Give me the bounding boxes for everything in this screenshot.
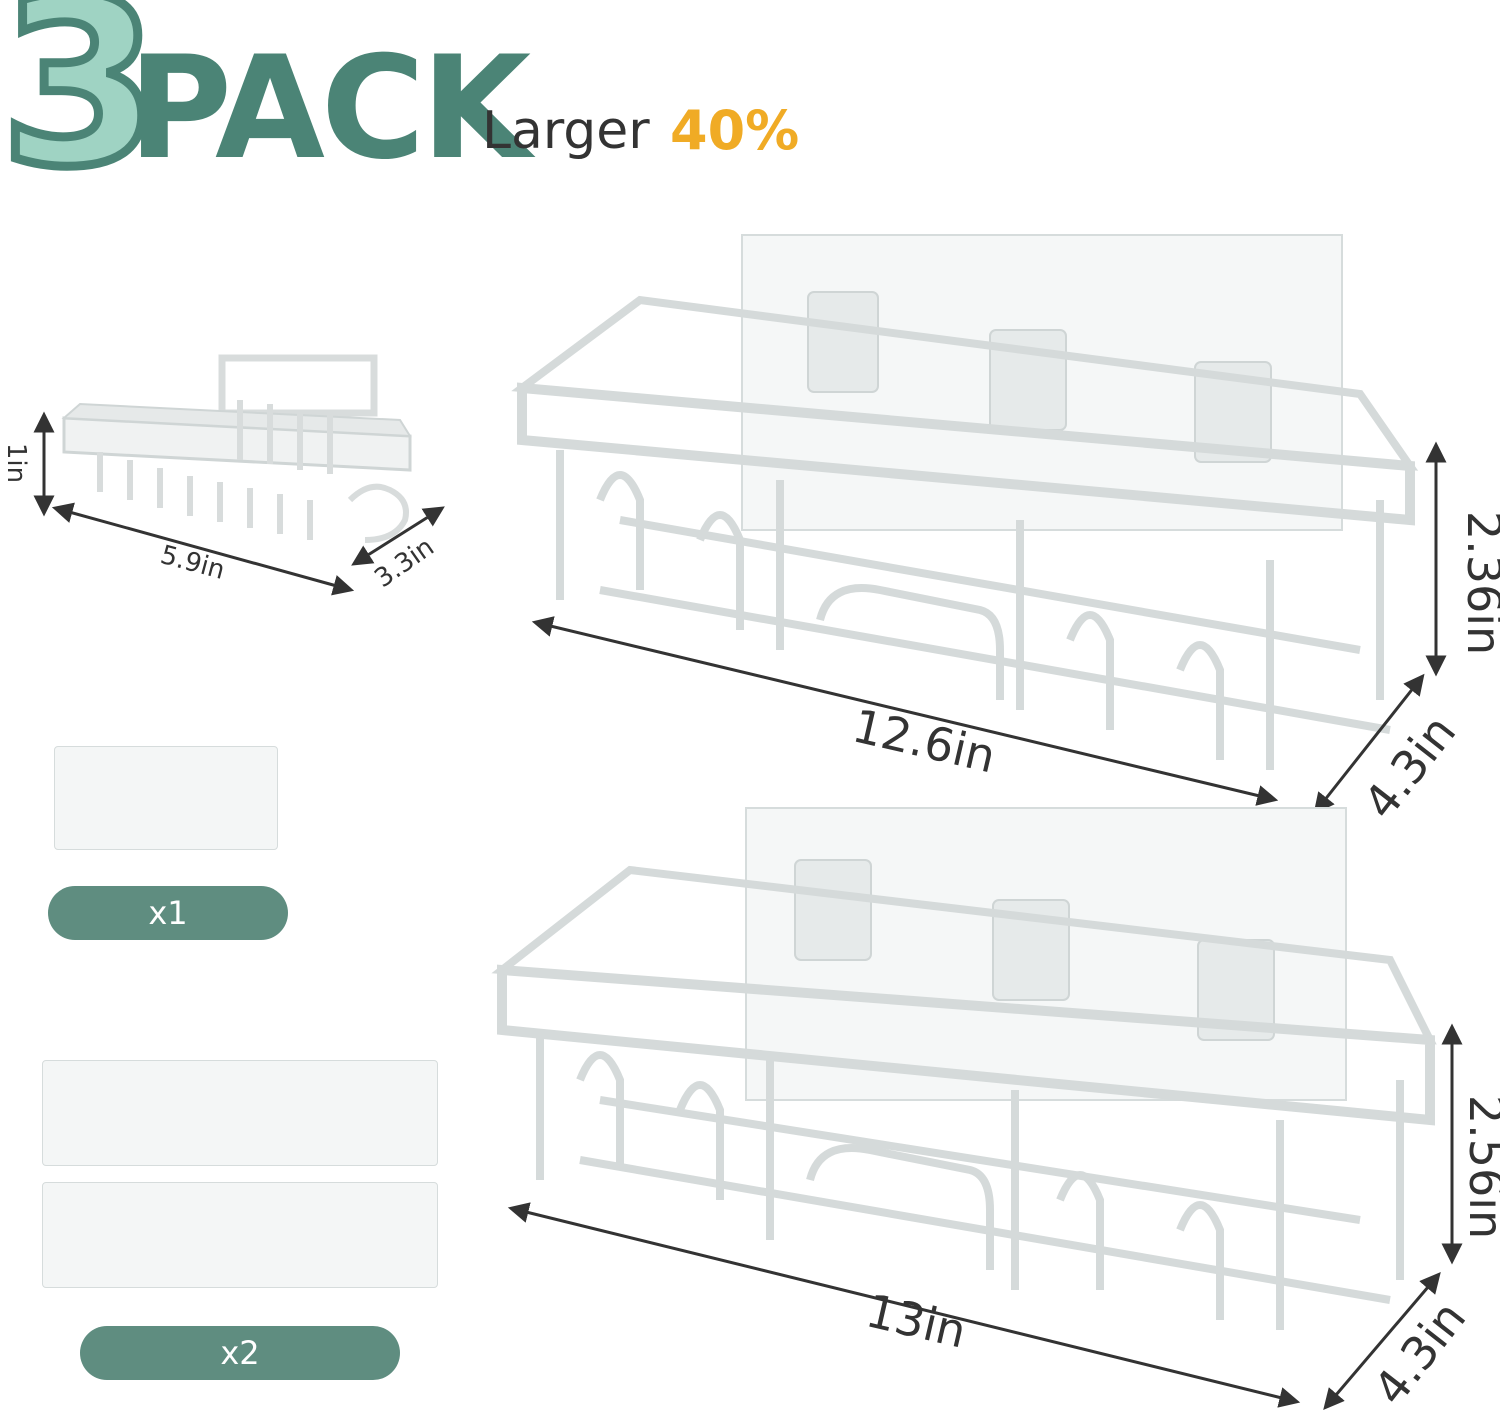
pack-number: 3 — [0, 0, 165, 218]
basket-small-image — [511, 234, 1419, 770]
pack-title: PACK — [128, 26, 531, 191]
soap-dish-image — [61, 354, 412, 543]
basket-small-height: 2.36in — [1457, 510, 1500, 656]
count-double-badge: x2 — [80, 1326, 400, 1380]
basket-large-height: 2.56in — [1459, 1094, 1500, 1240]
basket-large-image — [491, 807, 1437, 1330]
percent-label: 40% — [670, 99, 800, 162]
basket-adhesive-pad-1 — [42, 1060, 438, 1166]
soap-dish-height: 1in — [1, 442, 32, 484]
count-single-badge: x1 — [48, 886, 288, 940]
larger-label: Larger — [482, 101, 650, 161]
soap-dish-adhesive-pad — [54, 746, 278, 850]
basket-adhesive-pad-2 — [42, 1182, 438, 1288]
